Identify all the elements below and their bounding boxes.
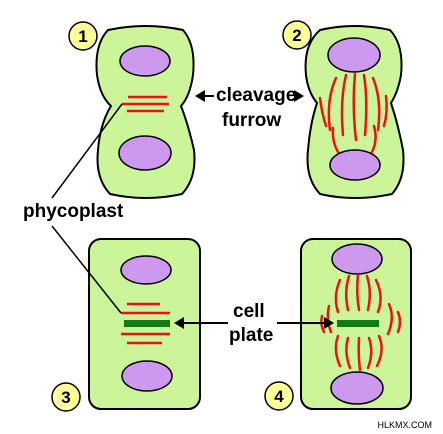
cell-3-phycoplast-microtubules [121,302,170,345]
cleavage-label-line2: furrow [222,110,281,131]
cell-3-nucleus-top [120,255,172,285]
cleavage-arrowhead-left [195,90,205,102]
stage-number-3: 3 [61,388,70,407]
stage-badge-4: 4 [264,381,294,411]
phycoplast-pointer-top [51,103,123,199]
cell-3 [88,238,201,410]
stage-number-1: 1 [78,27,87,46]
phycoplast-annotation: phycoplast [23,103,124,314]
cell-2-spindle-microtubules [318,72,388,154]
cell-3-cell-plate [124,320,170,327]
cell-2-nucleus-bottom [329,149,381,181]
phycoplast-pointer-bottom [51,225,122,314]
cell-2 [304,25,405,199]
watermark: HLKMX.COM [377,420,432,430]
stage-number-2: 2 [292,26,301,45]
cell-plate-label-line2: plate [229,325,273,346]
cell-plate-arrowhead-left [174,317,184,329]
cell-3-nucleus-bottom [121,360,173,392]
cleavage-label-line1: cleavage [216,85,296,106]
cell-4-spindle-microtubules [320,273,402,372]
cell-1 [95,25,196,199]
cell-1-phycoplast-microtubules [122,95,169,113]
stage-badge-2: 2 [282,20,312,50]
cleavage-furrow-annotation: cleavage furrow [195,85,304,131]
cell-4 [300,238,412,410]
stage-badge-3: 3 [51,382,81,412]
cell-plate-label-line1: cell [233,301,265,322]
phycoplast-label: phycoplast [23,201,124,222]
cell-1-nucleus-top [119,45,171,77]
cell-4-nucleus-top [331,243,383,275]
stage-number-4: 4 [274,387,284,406]
cell-2-nucleus-top [327,37,381,73]
cell-4-nucleus-bottom [330,371,384,405]
cleavage-arrowhead-right [294,90,304,102]
stage-badge-1: 1 [68,21,98,51]
cell-4-cell-plate [337,320,379,327]
cell-1-nucleus-bottom [118,135,172,171]
cell-plate-arrowhead-right [324,317,334,329]
cell-plate-annotation: cell plate [174,301,334,346]
